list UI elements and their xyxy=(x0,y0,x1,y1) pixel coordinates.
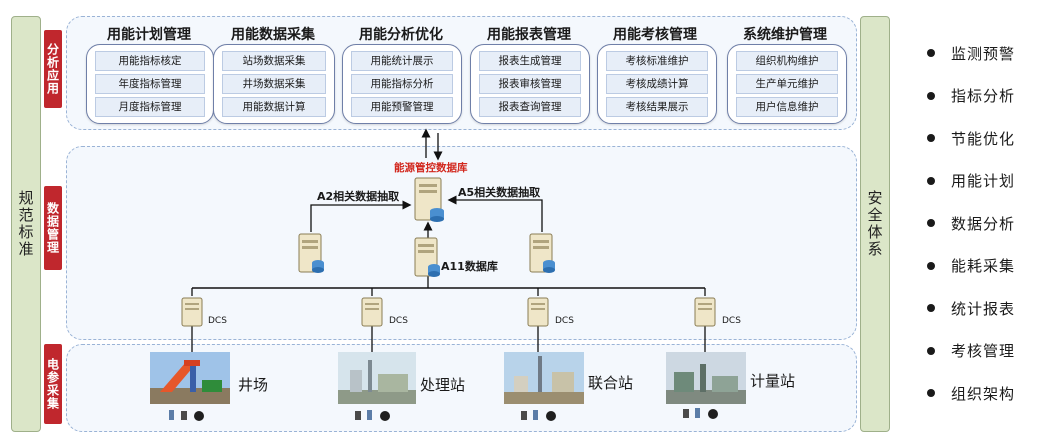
feature-label: 节能优化 xyxy=(951,129,1016,148)
combined-station-photo xyxy=(504,352,584,404)
group-title: 系统维护管理 xyxy=(743,27,827,43)
bullet-icon xyxy=(927,219,935,228)
bullet-icon xyxy=(927,176,935,185)
sensor-icons xyxy=(355,410,390,421)
left-column-standards: 规范标准 xyxy=(11,16,41,432)
feature-label: 监测预警 xyxy=(951,44,1016,63)
group-item[interactable]: 用户信息维护 xyxy=(736,97,838,117)
sensor-icons xyxy=(169,410,204,421)
bullet-icon xyxy=(927,304,935,313)
group-box-assess: 考核标准维护 考核成绩计算 考核结果展示 xyxy=(597,44,717,124)
bullet-icon xyxy=(927,91,935,100)
feature-list-item: 节能优化 xyxy=(927,117,1015,160)
bullet-icon xyxy=(927,389,935,398)
a5-arrow xyxy=(447,195,543,232)
feature-list-item: 数据分析 xyxy=(927,202,1015,245)
a2-server-icon xyxy=(298,233,324,273)
group-item[interactable]: 用能统计展示 xyxy=(351,51,453,71)
a11-server-icon xyxy=(414,237,440,277)
left-column-label: 规范标准 xyxy=(16,190,35,258)
group-item[interactable]: 考核标准维护 xyxy=(606,51,708,71)
processing-station-photo xyxy=(338,352,416,404)
group-item[interactable]: 报表生成管理 xyxy=(479,51,581,71)
dcs-label: DCS xyxy=(555,316,574,326)
group-box-collect: 站场数据采集 井场数据采集 用能数据计算 xyxy=(213,44,335,124)
dcs-unit-icon xyxy=(361,297,383,327)
dcs-unit-icon xyxy=(527,297,549,327)
layer-tag-analysis-label: 分析应用 xyxy=(45,43,60,95)
well-site-photo xyxy=(150,352,230,404)
feature-list-item: 考核管理 xyxy=(927,330,1015,373)
group-item[interactable]: 用能指标分析 xyxy=(351,74,453,94)
a5-extraction-label: A5相关数据抽取 xyxy=(458,186,541,199)
group-item[interactable]: 年度指标管理 xyxy=(95,74,205,94)
layer-tag-collection-label: 电参采集 xyxy=(45,358,60,410)
group-item[interactable]: 用能预警管理 xyxy=(351,97,453,117)
group-box-analysis: 用能统计展示 用能指标分析 用能预警管理 xyxy=(342,44,462,124)
bullet-icon xyxy=(927,49,935,58)
group-item[interactable]: 月度指标管理 xyxy=(95,97,205,117)
site-label-metering: 计量站 xyxy=(750,372,796,390)
group-item[interactable]: 井场数据采集 xyxy=(222,74,326,94)
sensor-icons xyxy=(521,410,556,421)
feature-label: 数据分析 xyxy=(951,214,1016,233)
feature-list: 监测预警 指标分析 节能优化 用能计划 数据分析 能耗采集 统计报表 考核管理 … xyxy=(927,32,1015,415)
dcs-label: DCS xyxy=(722,316,741,326)
group-title: 用能计划管理 xyxy=(107,27,191,43)
dcs-label: DCS xyxy=(389,316,408,326)
bullet-icon xyxy=(927,134,935,143)
group-item[interactable]: 报表审核管理 xyxy=(479,74,581,94)
feature-list-item: 指标分析 xyxy=(927,75,1015,118)
a2-arrow xyxy=(310,200,412,232)
site-label-processing: 处理站 xyxy=(420,376,466,394)
site-label-combined: 联合站 xyxy=(588,374,634,392)
group-item[interactable]: 报表查询管理 xyxy=(479,97,581,117)
site-label-well: 井场 xyxy=(238,376,269,394)
group-item[interactable]: 生产单元维护 xyxy=(736,74,838,94)
feature-label: 统计报表 xyxy=(951,299,1016,318)
a5-server-icon xyxy=(529,233,555,273)
group-box-maintain: 组织机构维护 生产单元维护 用户信息维护 xyxy=(727,44,847,124)
main-database-server-icon xyxy=(414,177,444,222)
metering-station-photo xyxy=(666,352,746,404)
layer-tag-collection: 电参采集 xyxy=(44,344,62,424)
layer-tag-data-label: 数据管理 xyxy=(45,202,60,254)
feature-label: 用能计划 xyxy=(951,172,1016,191)
group-title: 用能报表管理 xyxy=(487,27,571,43)
feature-label: 能耗采集 xyxy=(951,257,1016,276)
group-title: 用能数据采集 xyxy=(231,27,315,43)
dcs-label: DCS xyxy=(208,316,227,326)
group-box-report: 报表生成管理 报表审核管理 报表查询管理 xyxy=(470,44,590,124)
group-item[interactable]: 站场数据采集 xyxy=(222,51,326,71)
bullet-icon xyxy=(927,261,935,270)
feature-label: 组织架构 xyxy=(951,384,1016,403)
dcs-unit-icon xyxy=(181,297,203,327)
a11-database-label: A11数据库 xyxy=(441,260,498,273)
layer-tag-data: 数据管理 xyxy=(44,186,62,270)
group-box-plan: 用能指标核定 年度指标管理 月度指标管理 xyxy=(86,44,214,124)
energy-database-label: 能源管控数据库 xyxy=(394,162,468,174)
right-column-security: 安全体系 xyxy=(860,16,890,432)
a2-extraction-label: A2相关数据抽取 xyxy=(317,190,400,203)
dcs-unit-icon xyxy=(694,297,716,327)
feature-list-item: 统计报表 xyxy=(927,287,1015,330)
feature-label: 指标分析 xyxy=(951,87,1016,106)
feature-list-item: 监测预警 xyxy=(927,32,1015,75)
group-item[interactable]: 考核成绩计算 xyxy=(606,74,708,94)
group-item[interactable]: 考核结果展示 xyxy=(606,97,708,117)
group-title: 用能分析优化 xyxy=(359,27,443,43)
bullet-icon xyxy=(927,346,935,355)
feature-list-item: 用能计划 xyxy=(927,160,1015,203)
group-item[interactable]: 用能数据计算 xyxy=(222,97,326,117)
feature-label: 考核管理 xyxy=(951,342,1016,361)
feature-list-item: 组织架构 xyxy=(927,372,1015,415)
right-column-label: 安全体系 xyxy=(865,190,884,258)
layer-tag-analysis: 分析应用 xyxy=(44,30,62,108)
feature-list-item: 能耗采集 xyxy=(927,245,1015,288)
group-title: 用能考核管理 xyxy=(613,27,697,43)
group-item[interactable]: 组织机构维护 xyxy=(736,51,838,71)
sensor-icons xyxy=(683,408,718,419)
group-item[interactable]: 用能指标核定 xyxy=(95,51,205,71)
